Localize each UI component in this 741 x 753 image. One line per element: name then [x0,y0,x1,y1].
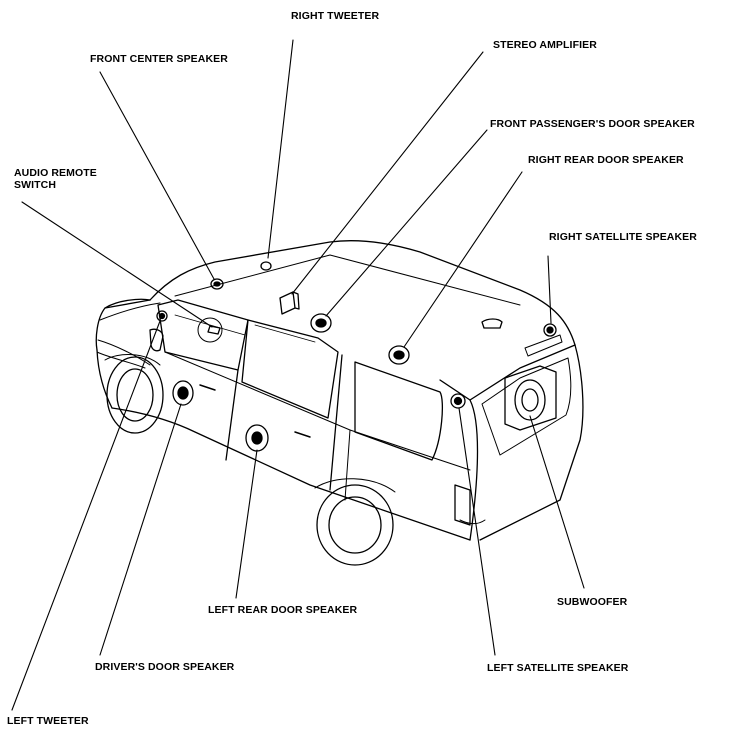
label-audio-remote-switch-line2: SWITCH [14,179,57,191]
label-stereo-amplifier: STEREO AMPLIFIER [493,39,597,51]
leader-left-rear-door-speaker [235,449,258,599]
label-left-rear-door-speaker: LEFT REAR DOOR SPEAKER [208,604,358,616]
label-left-satellite-speaker: LEFT SATELLITE SPEAKER [487,662,629,674]
leader-stereo-amplifier [291,51,484,295]
leader-right-satellite-speaker [547,255,552,324]
label-right-rear-door-speaker: RIGHT REAR DOOR SPEAKER [528,154,684,166]
left-rear-door-speaker-icon [245,424,269,452]
label-right-satellite-speaker: RIGHT SATELLITE SPEAKER [549,231,697,243]
stereo-amplifier-icon [279,291,300,315]
vehicle-body [95,239,584,541]
leader-lines [11,39,585,711]
right-satellite-speaker-icon [543,323,557,337]
front-passenger-door-speaker-icon [310,313,332,333]
leader-right-tweeter [267,39,294,259]
left-tweeter-icon [156,310,168,322]
label-left-tweeter: LEFT TWEETER [7,715,89,727]
label-drivers-door-speaker: DRIVER'S DOOR SPEAKER [95,661,235,673]
subwoofer-icon [504,365,557,431]
leader-audio-remote-switch [21,201,213,328]
label-front-passenger-door-speaker: FRONT PASSENGER'S DOOR SPEAKER [490,118,695,130]
left-satellite-speaker-icon [450,393,466,409]
front-center-speaker-icon [210,278,224,290]
rear-wheel [314,478,396,566]
audio-remote-switch-icon [207,325,221,335]
leader-subwoofer [529,415,585,589]
leader-front-passenger-door-speaker [325,129,488,317]
label-right-tweeter: RIGHT TWEETER [291,10,380,22]
leader-left-satellite-speaker [458,407,496,656]
right-rear-door-speaker-icon [388,345,410,365]
label-subwoofer: SUBWOOFER [557,596,628,608]
label-audio-remote-switch-line1: AUDIO REMOTE [14,167,97,179]
front-wheel [104,354,164,434]
leader-right-rear-door-speaker [403,171,523,348]
leader-front-center-speaker [99,71,215,280]
right-tweeter-icon [260,261,272,271]
drivers-door-speaker-icon [172,380,194,406]
leader-left-tweeter [11,320,161,711]
label-front-center-speaker: FRONT CENTER SPEAKER [90,53,228,65]
leader-drivers-door-speaker [99,403,182,656]
